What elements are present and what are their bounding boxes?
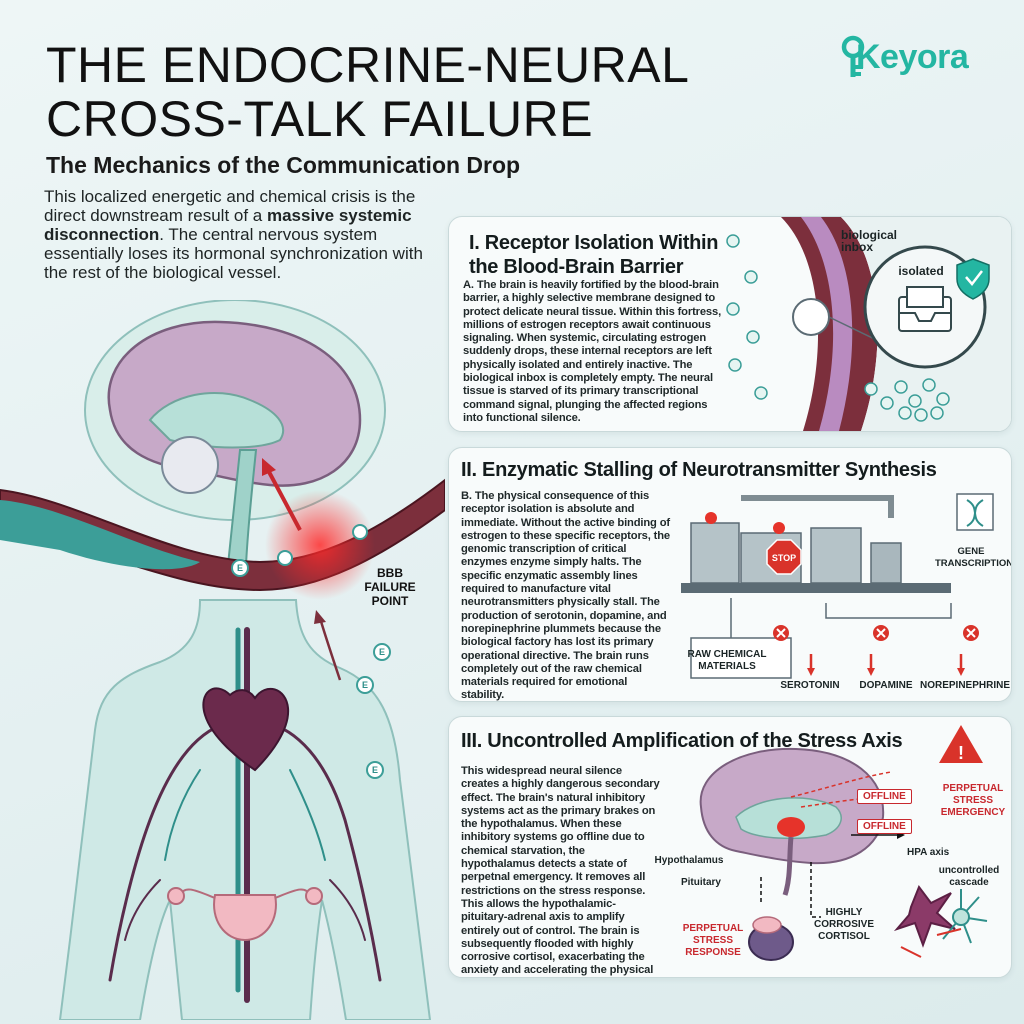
heart-shape	[202, 687, 290, 772]
raw-materials-bin	[690, 637, 792, 679]
panel-1-title-line-1: I. Receptor Isolation Within	[469, 232, 719, 254]
failure-label-3: POINT	[372, 594, 409, 608]
cortisol-label-3: CORTISOL	[818, 931, 870, 942]
raw-label-2: MATERIALS	[698, 661, 756, 672]
response-label-2: STRESS	[692, 935, 733, 946]
offline-badge-2: OFFLINE	[857, 819, 912, 834]
shield-check-icon	[956, 258, 990, 300]
panel-2-text: B. The physical consequence of this rece…	[461, 490, 670, 702]
pituitary-label: Pituitary	[680, 877, 721, 888]
hpa-axis-label: HPA axis	[907, 847, 950, 858]
inbox-label-2: inbox	[841, 240, 873, 254]
reproductive-organ	[167, 887, 323, 942]
title-line-1: THE ENDOCRINE-NEURAL	[46, 37, 690, 93]
molecule-label: E	[362, 680, 368, 690]
gene-label-2: TRANSCRIPTION	[935, 558, 1012, 569]
hypothalamus-label: Hypothalamus	[654, 855, 724, 866]
panel-2-title: II. Enzymatic Stalling of Neurotransmitt…	[461, 459, 937, 481]
intro-text-2: . The central nervous system essentially…	[44, 225, 423, 282]
stress-response-label: PERPETUAL STRESS RESPONSE	[675, 923, 751, 959]
panel-stress-axis: III. Uncontrolled Amplification of the S…	[448, 716, 1012, 978]
warning-icon	[939, 725, 983, 763]
title-line-2: CROSS-TALK FAILURE	[46, 91, 594, 147]
norepinephrine-label: NOREPINEPHRINE	[919, 680, 1010, 691]
alarm-light-icon	[705, 512, 717, 524]
panel-1-title: I. Receptor Isolation Within the Blood-B…	[469, 231, 719, 279]
molecule-label: E	[237, 563, 243, 573]
stop-sign-icon	[766, 539, 802, 575]
gene-label: GENE TRANSCRIPTION	[935, 546, 1011, 570]
brand-name: Keyora	[856, 38, 969, 76]
response-label-3: RESPONSE	[685, 947, 741, 958]
failure-label-2: FAILURE	[364, 580, 415, 594]
brand-logo: Keyora	[838, 34, 998, 84]
inbox-label: biological inbox	[841, 229, 921, 253]
estrogen-molecules	[231, 524, 391, 779]
factory-diagram: STOP	[681, 493, 994, 679]
panel-1-title-line-2: the Blood-Brain Barrier	[469, 256, 684, 278]
hpa-diagram: !	[699, 725, 988, 961]
intro-bold: massive systemic disconnection	[44, 206, 412, 244]
failure-glow	[265, 490, 375, 600]
failure-arrow	[266, 469, 302, 531]
panel-3-title: III. Uncontrolled Amplification of the S…	[461, 730, 903, 752]
neurons	[893, 884, 988, 958]
emergency-label-3: EMERGENCY	[940, 807, 1006, 818]
intro-paragraph: This localized energetic and chemical cr…	[44, 187, 444, 282]
response-label-1: PERPETUAL	[682, 923, 744, 934]
panel-1-text: A. The brain is heavily fortified by the…	[463, 279, 722, 424]
panel-enzymatic-stalling: II. Enzymatic Stalling of Neurotransmitt…	[448, 447, 1012, 702]
inbox-label-1: biological	[841, 228, 898, 242]
body-illustration: E E E E BBB FAILURE POINT	[0, 300, 445, 1020]
hypothalamus-highlight	[777, 817, 805, 837]
page-subtitle: The Mechanics of the Communication Drop	[46, 152, 521, 178]
molecule-label: E	[372, 765, 378, 775]
receptor-node	[792, 298, 830, 336]
cortisol-label: HIGHLY CORROSIVE CORTISOL	[809, 907, 879, 943]
emergency-label-2: STRESS	[952, 795, 993, 806]
cascade-label: uncontrolled cascade	[929, 865, 1009, 889]
serotonin-label: SEROTONIN	[780, 680, 840, 691]
molecule-label: E	[379, 647, 385, 657]
failure-label-1: BBB	[377, 566, 403, 580]
offline-badge-1: OFFLINE	[857, 789, 912, 804]
raw-label-1: RAW CHEMICAL	[687, 649, 767, 660]
cortisol-label-2: CORROSIVE	[813, 919, 874, 930]
cerebellum	[161, 436, 219, 494]
cascade-label-2: cascade	[949, 877, 989, 888]
stop-sign-label: STOP	[772, 553, 796, 563]
panel-3-text: This widespread neural silence creates a…	[461, 765, 660, 977]
svg-text:!: !	[958, 743, 964, 763]
emergency-label-1: PERPETUAL	[942, 783, 1004, 794]
intro-text-1: This localized energetic and chemical cr…	[44, 187, 416, 225]
page-title: THE ENDOCRINE-NEURAL CROSS-TALK FAILURE	[46, 38, 806, 146]
stress-emergency-label: PERPETUAL STRESS EMERGENCY	[937, 783, 1009, 819]
cascade-label-1: uncontrolled	[938, 865, 1000, 876]
cortisol-label-1: HIGHLY	[825, 907, 863, 918]
inbox-tray-icon	[898, 286, 952, 332]
panel-receptor-isolation: I. Receptor Isolation Within the Blood-B…	[448, 216, 1012, 432]
conveyor-belt	[681, 583, 951, 593]
key-logo-icon	[841, 35, 865, 77]
alarm-light-icon	[773, 522, 785, 534]
isolated-label: isolated	[898, 264, 944, 278]
bbb-diagram	[726, 217, 1011, 431]
raw-materials-label: RAW CHEMICAL MATERIALS	[677, 649, 777, 673]
dopamine-label: DOPAMINE	[859, 680, 913, 691]
gene-label-1: GENE	[957, 546, 985, 557]
